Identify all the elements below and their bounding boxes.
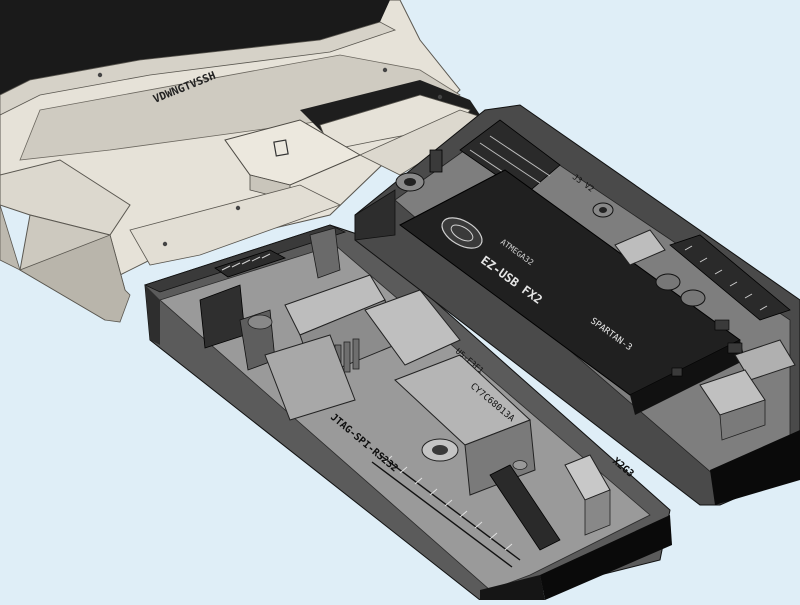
chassis-tray: VDWNGTVSSH [0,0,491,323]
left-board-enclosure: CY7C68013A U5-E3F1 JTAG-SPI-RS232 X2G3 [143,224,672,601]
right-board-enclosure: EZ-USB FX2 ATMEGA32 SPARTAN-3 J3 V2 [354,104,800,506]
